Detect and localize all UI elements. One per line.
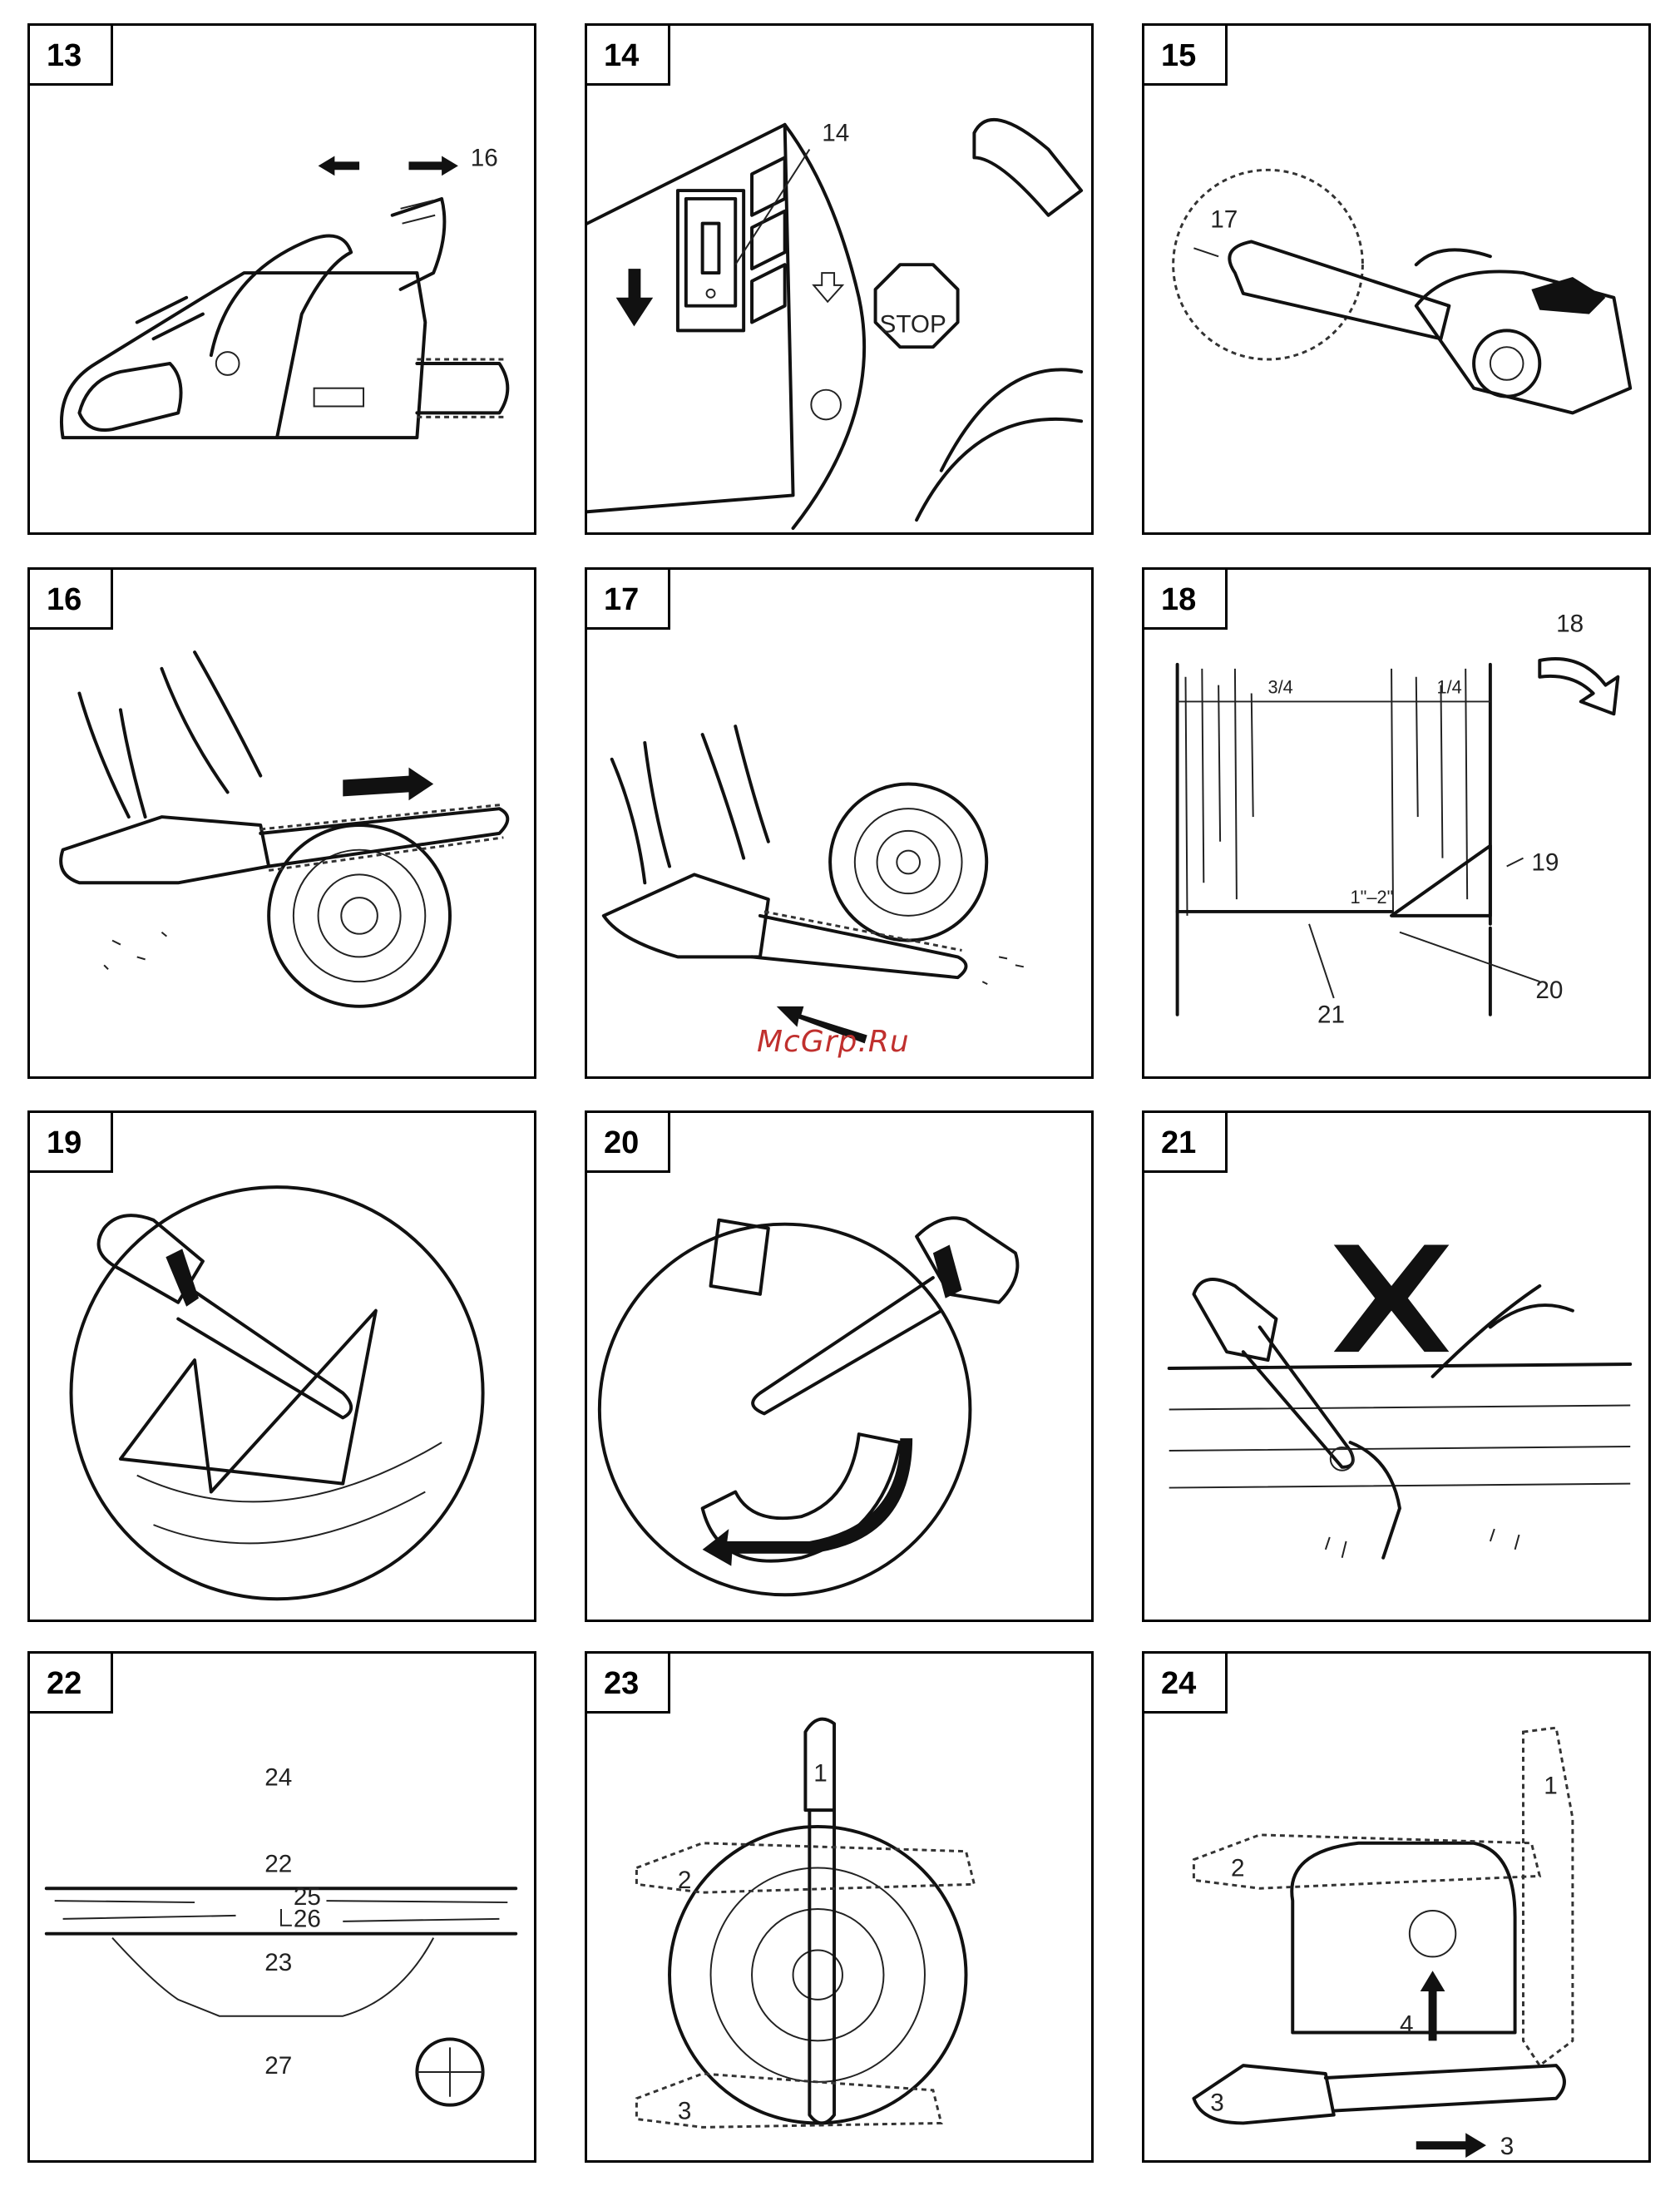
log-on-uneven-ground-illustration: 24 22 25 26 23 27	[30, 1654, 534, 2160]
figure-number: 13	[30, 26, 113, 86]
figure-number: 16	[30, 570, 113, 630]
bucking-sequence-illustration: 1 2 3	[587, 1654, 1091, 2160]
stop-switch-illustration: STOP 14	[587, 26, 1091, 532]
figure-13: 13 16	[27, 23, 536, 535]
figure-21: 21	[1142, 1110, 1651, 1622]
bucking-supported-log-illustration: 1 2 3 4 3	[1144, 1654, 1648, 2160]
figure-16: 16	[27, 567, 536, 1079]
callout-24: 24	[264, 1763, 292, 1791]
cutting-with-bottom-of-bar-illustration	[30, 570, 534, 1076]
callout-3-4: 3/4	[1268, 677, 1293, 698]
callout-23: 23	[264, 1949, 292, 1976]
callout-14: 14	[822, 120, 849, 147]
pivot-bore-cut-illustration	[587, 1113, 1091, 1620]
figure-14: 14 STOP 14	[585, 23, 1094, 535]
bore-cut-illustration	[30, 1113, 534, 1620]
callout-16: 16	[471, 144, 498, 171]
figure-15: 15 17	[1142, 23, 1651, 535]
figure-number: 22	[30, 1654, 113, 1714]
felling-notch-illustration: 3/4 1/4 1"–2" 19 20 21 18	[1144, 570, 1648, 1076]
callout-1in-2in: 1"–2"	[1351, 887, 1394, 908]
figure-number: 23	[587, 1654, 670, 1714]
callout-3-saw: 3	[1210, 2090, 1224, 2117]
callout-20: 20	[1535, 977, 1563, 1004]
callout-3-arrow: 3	[1500, 2133, 1514, 2160]
watermark: McGrp.Ru	[757, 1025, 910, 1059]
kickback-zone-illustration: 17	[1144, 26, 1648, 532]
chainsaw-chain-brake-illustration: 16	[30, 26, 534, 532]
callout-21: 21	[1317, 1002, 1345, 1029]
callout-27: 27	[264, 2052, 292, 2080]
figure-number: 18	[1144, 570, 1228, 630]
figure-17: 17	[585, 567, 1094, 1079]
callout-2: 2	[1231, 1854, 1245, 1882]
figure-number: 17	[587, 570, 670, 630]
figure-number: 15	[1144, 26, 1228, 86]
figure-22: 22 24 22 25 26 23 27	[27, 1651, 536, 2163]
callout-2: 2	[678, 1867, 692, 1894]
figure-20: 20	[585, 1110, 1094, 1622]
callout-1: 1	[813, 1759, 828, 1787]
do-not-cut-with-tip-illustration	[1144, 1113, 1648, 1620]
figure-18: 18 3/4 1/4 1"–2" 19 20 21 18	[1142, 567, 1651, 1079]
callout-4: 4	[1400, 2011, 1414, 2039]
callout-26: 26	[294, 1906, 321, 1933]
figure-19: 19	[27, 1110, 536, 1622]
callout-19: 19	[1531, 848, 1559, 876]
figure-23: 23 1 2 3	[585, 1651, 1094, 2163]
callout-22: 22	[264, 1850, 292, 1877]
figure-number: 20	[587, 1113, 670, 1173]
callout-3: 3	[678, 2097, 692, 2124]
figure-number: 14	[587, 26, 670, 86]
stop-sign-label: STOP	[880, 310, 946, 338]
callout-1-4: 1/4	[1437, 677, 1462, 698]
callout-17: 17	[1210, 206, 1238, 234]
cutting-with-top-of-bar-illustration	[587, 570, 1091, 1076]
figure-24: 24 1 2 3 4 3	[1142, 1651, 1651, 2163]
figure-number: 21	[1144, 1113, 1228, 1173]
figure-number: 24	[1144, 1654, 1228, 1714]
figure-number: 19	[30, 1113, 113, 1173]
callout-18: 18	[1556, 610, 1584, 637]
callout-1: 1	[1544, 1772, 1558, 1799]
